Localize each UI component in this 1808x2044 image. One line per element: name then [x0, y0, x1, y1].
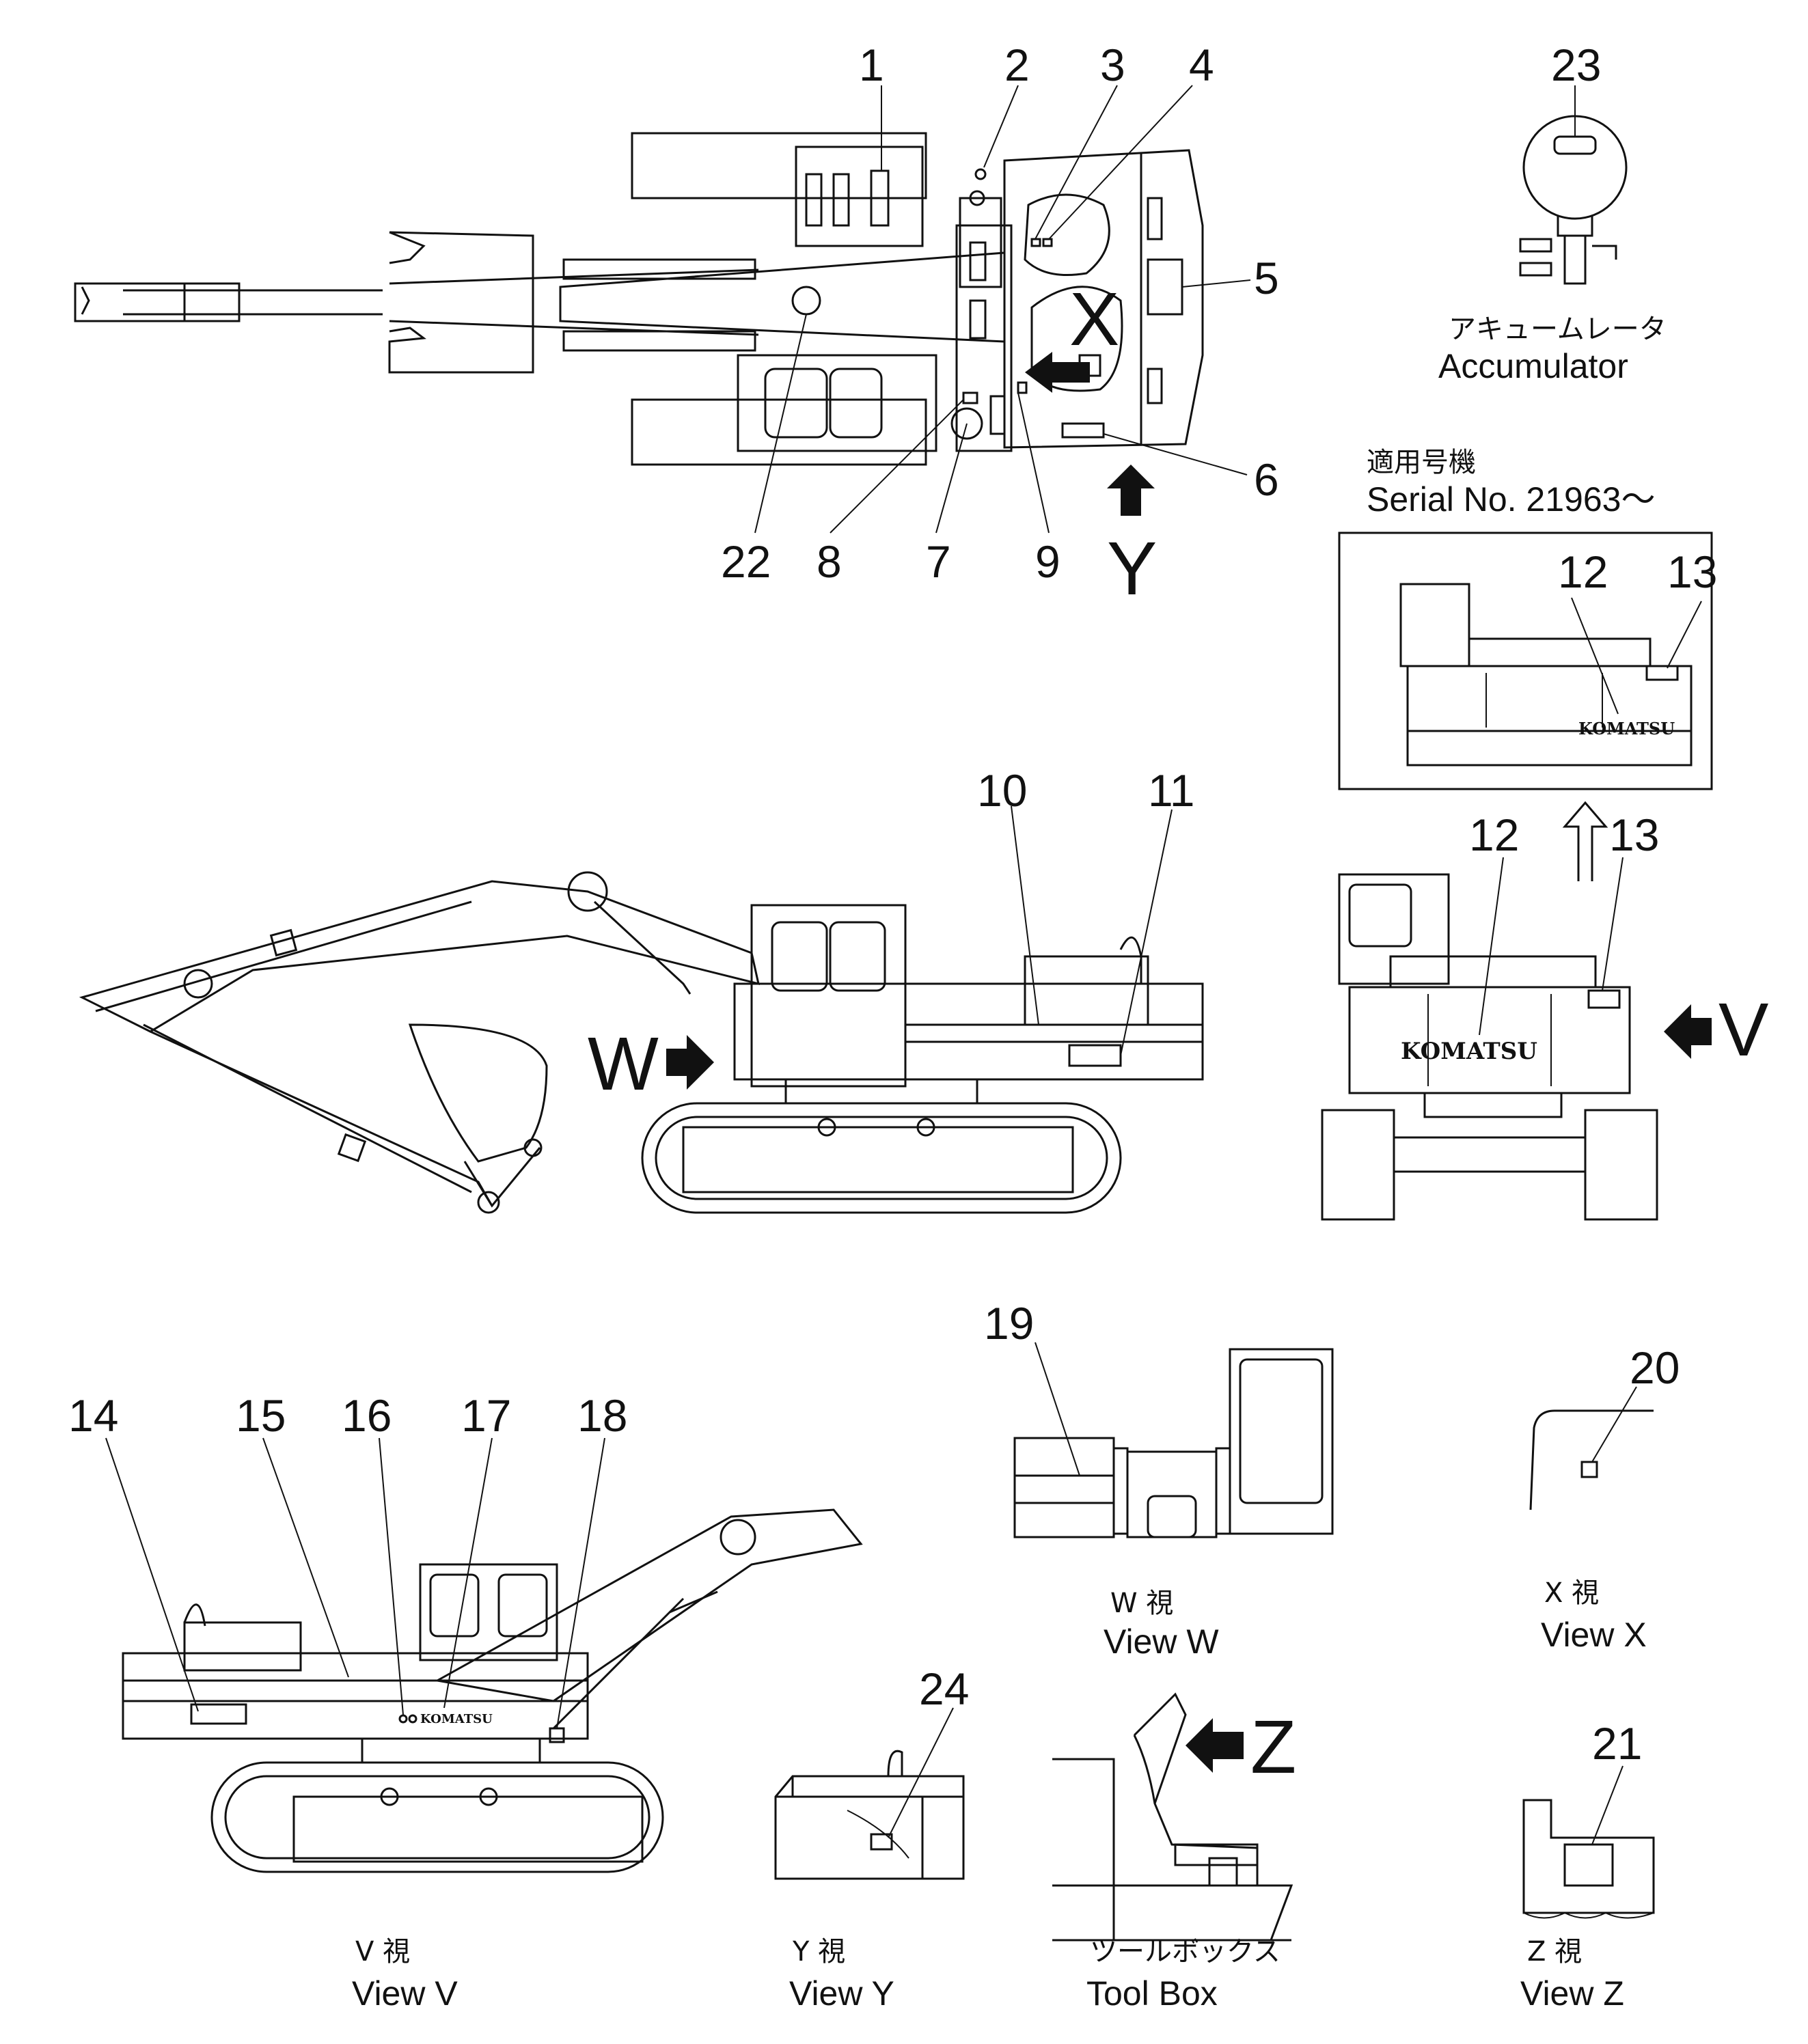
- view-v-drawing: [105, 1437, 863, 1873]
- callout-14: 14: [68, 1390, 118, 1441]
- callout-4: 4: [1189, 40, 1214, 90]
- arrow-v-icon: [1664, 1004, 1712, 1059]
- callout-9: 9: [1035, 536, 1060, 587]
- serial-label-jp: 適用号機: [1367, 447, 1476, 478]
- arrow-w-icon: [666, 1035, 714, 1090]
- view-marker-x: X: [1069, 277, 1119, 361]
- fuel-tank-cover: [795, 146, 924, 247]
- view-v-label-en: View V: [352, 1974, 458, 2013]
- top-view-drawing: [74, 132, 1204, 466]
- callout-6: 6: [1254, 454, 1279, 505]
- callout-22: 22: [721, 536, 771, 587]
- callout-17: 17: [461, 1390, 511, 1441]
- accumulator-drawing: [1519, 85, 1628, 285]
- tool-box-drawing: [1052, 1692, 1293, 1942]
- view-x-label-en: View X: [1541, 1616, 1647, 1654]
- callout-2: 2: [1004, 40, 1030, 90]
- callout-10: 10: [977, 765, 1027, 816]
- view-y-label-jp: Y 視: [792, 1936, 845, 1967]
- view-w-label-jp: W 視: [1110, 1588, 1173, 1619]
- serial-label-en: Serial No. 21963～: [1367, 480, 1655, 519]
- serial-inset-frame: [1338, 531, 1713, 790]
- left-track: [631, 132, 927, 199]
- callout-20: 20: [1630, 1342, 1680, 1393]
- serial-inset-drawing: [1399, 583, 1702, 766]
- callout-18: 18: [577, 1390, 627, 1441]
- view-y-drawing: [774, 1707, 965, 1880]
- callout-7: 7: [926, 536, 951, 587]
- view-v-label-jp: V 視: [355, 1936, 410, 1967]
- arrow-y-icon: [1107, 465, 1155, 516]
- view-z-drawing: [1522, 1765, 1655, 1919]
- accumulator-label-en: Accumulator: [1438, 347, 1628, 385]
- top-view-leaders: [754, 85, 1251, 534]
- view-marker-y: Y: [1107, 527, 1157, 611]
- callout-3: 3: [1100, 40, 1125, 90]
- view-w-drawing: [1013, 1342, 1334, 1538]
- komatsu-side-logo: KOMATSU: [420, 1712, 493, 1726]
- view-marker-w: W: [588, 1022, 659, 1106]
- callout-19: 19: [984, 1298, 1034, 1349]
- tool-box-label-jp: ツールボックス: [1090, 1936, 1280, 1967]
- side-view-drawing: [79, 805, 1204, 1214]
- callout-24: 24: [919, 1663, 969, 1714]
- callout-5: 5: [1254, 253, 1279, 303]
- callout-15: 15: [236, 1390, 286, 1441]
- callout-1: 1: [859, 40, 884, 90]
- view-marker-z: Z: [1250, 1705, 1296, 1789]
- view-z-label-jp: Z 視: [1527, 1936, 1582, 1967]
- komatsu-inset-logo: KOMATSU: [1578, 719, 1675, 738]
- callout-13-rear: 13: [1609, 810, 1659, 860]
- view-w-label-en: View W: [1104, 1622, 1219, 1661]
- view-z-label-en: View Z: [1520, 1974, 1624, 2013]
- view-marker-v: V: [1718, 988, 1768, 1072]
- callout-12-rear: 12: [1469, 810, 1519, 860]
- right-track: [631, 398, 927, 466]
- callout-16: 16: [342, 1390, 392, 1441]
- arrow-up-icon: [1562, 801, 1608, 881]
- arrow-z-icon: [1186, 1718, 1244, 1773]
- callout-21: 21: [1592, 1718, 1642, 1769]
- view-x-drawing: [1529, 1386, 1654, 1510]
- accumulator-label-jp: アキュームレータ: [1449, 314, 1667, 345]
- cab: [737, 354, 937, 452]
- callout-11: 11: [1148, 765, 1195, 816]
- callout-23: 23: [1551, 40, 1601, 90]
- komatsu-rear-logo: KOMATSU: [1401, 1038, 1537, 1065]
- callout-8: 8: [817, 536, 842, 587]
- callout-13-inset: 13: [1667, 547, 1717, 597]
- view-y-label-en: View Y: [789, 1974, 894, 2013]
- tool-box-label-en: Tool Box: [1086, 1974, 1218, 2013]
- rear-view-drawing: [1321, 857, 1658, 1221]
- view-x-label-jp: X 視: [1544, 1577, 1599, 1609]
- arrow-x-icon: [1025, 352, 1090, 393]
- callout-12-inset: 12: [1558, 547, 1608, 597]
